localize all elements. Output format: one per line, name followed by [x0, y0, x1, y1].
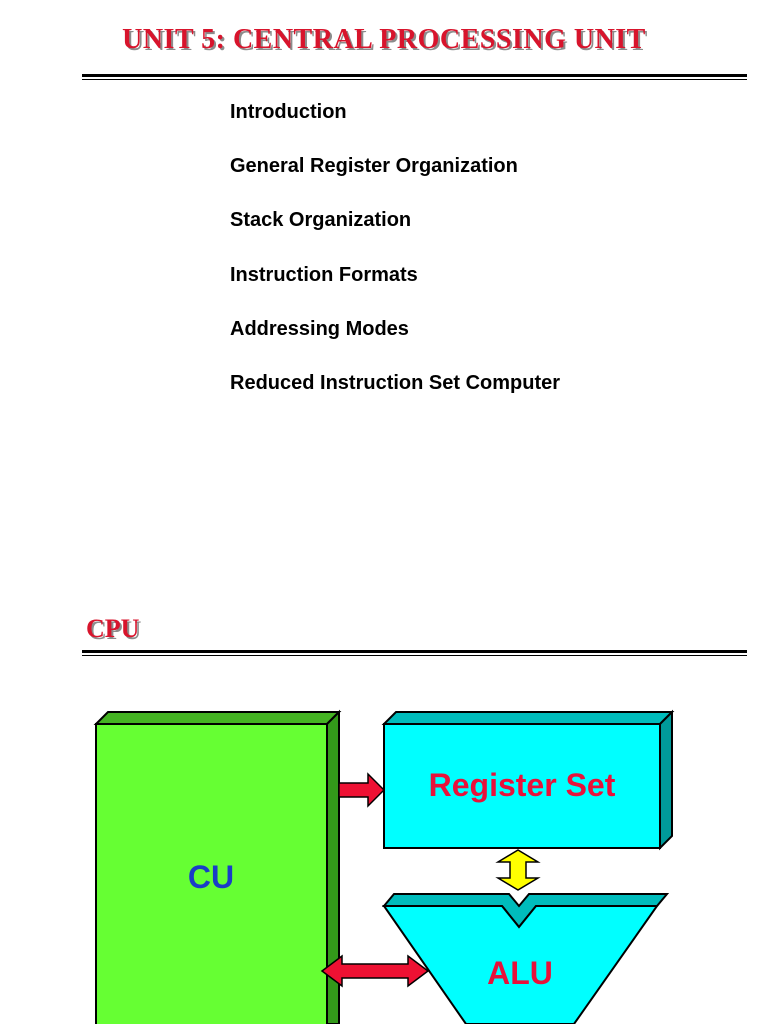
cu-box [95, 723, 328, 1024]
cu-block: CU [93, 709, 342, 1024]
topic-list: Introduction General Register Organizati… [230, 100, 560, 425]
alu-block: ALU [381, 893, 670, 1024]
section-divider [82, 650, 747, 656]
topic-item-risc: Reduced Instruction Set Computer [230, 371, 561, 394]
register-set-block: Register Set [381, 709, 675, 851]
cu-to-register-arrow [338, 772, 386, 808]
register-set-label: Register Set [429, 767, 616, 803]
title-divider [82, 74, 747, 80]
cu-label: CU [188, 859, 234, 895]
topic-item-addressing-modes: Addressing Modes [230, 317, 409, 340]
alu-shape [382, 905, 659, 1024]
page-title: UNIT 5: CENTRAL PROCESSING UNIT [122, 24, 646, 55]
cpu-diagram: CU Register Set ALU [93, 709, 675, 1024]
topic-item-introduction: Introduction [230, 101, 347, 123]
cu-alu-arrow [320, 954, 430, 988]
topic-item-general-register-organization: General Register Organization [230, 155, 518, 178]
topic-item-instruction-formats: Instruction Formats [230, 263, 418, 286]
topic-item-stack-organization: Stack Organization [230, 209, 412, 232]
register-alu-arrow [495, 849, 541, 891]
section-title: CPU [86, 614, 140, 643]
alu-label: ALU [487, 955, 553, 991]
register-set-box [383, 723, 661, 849]
